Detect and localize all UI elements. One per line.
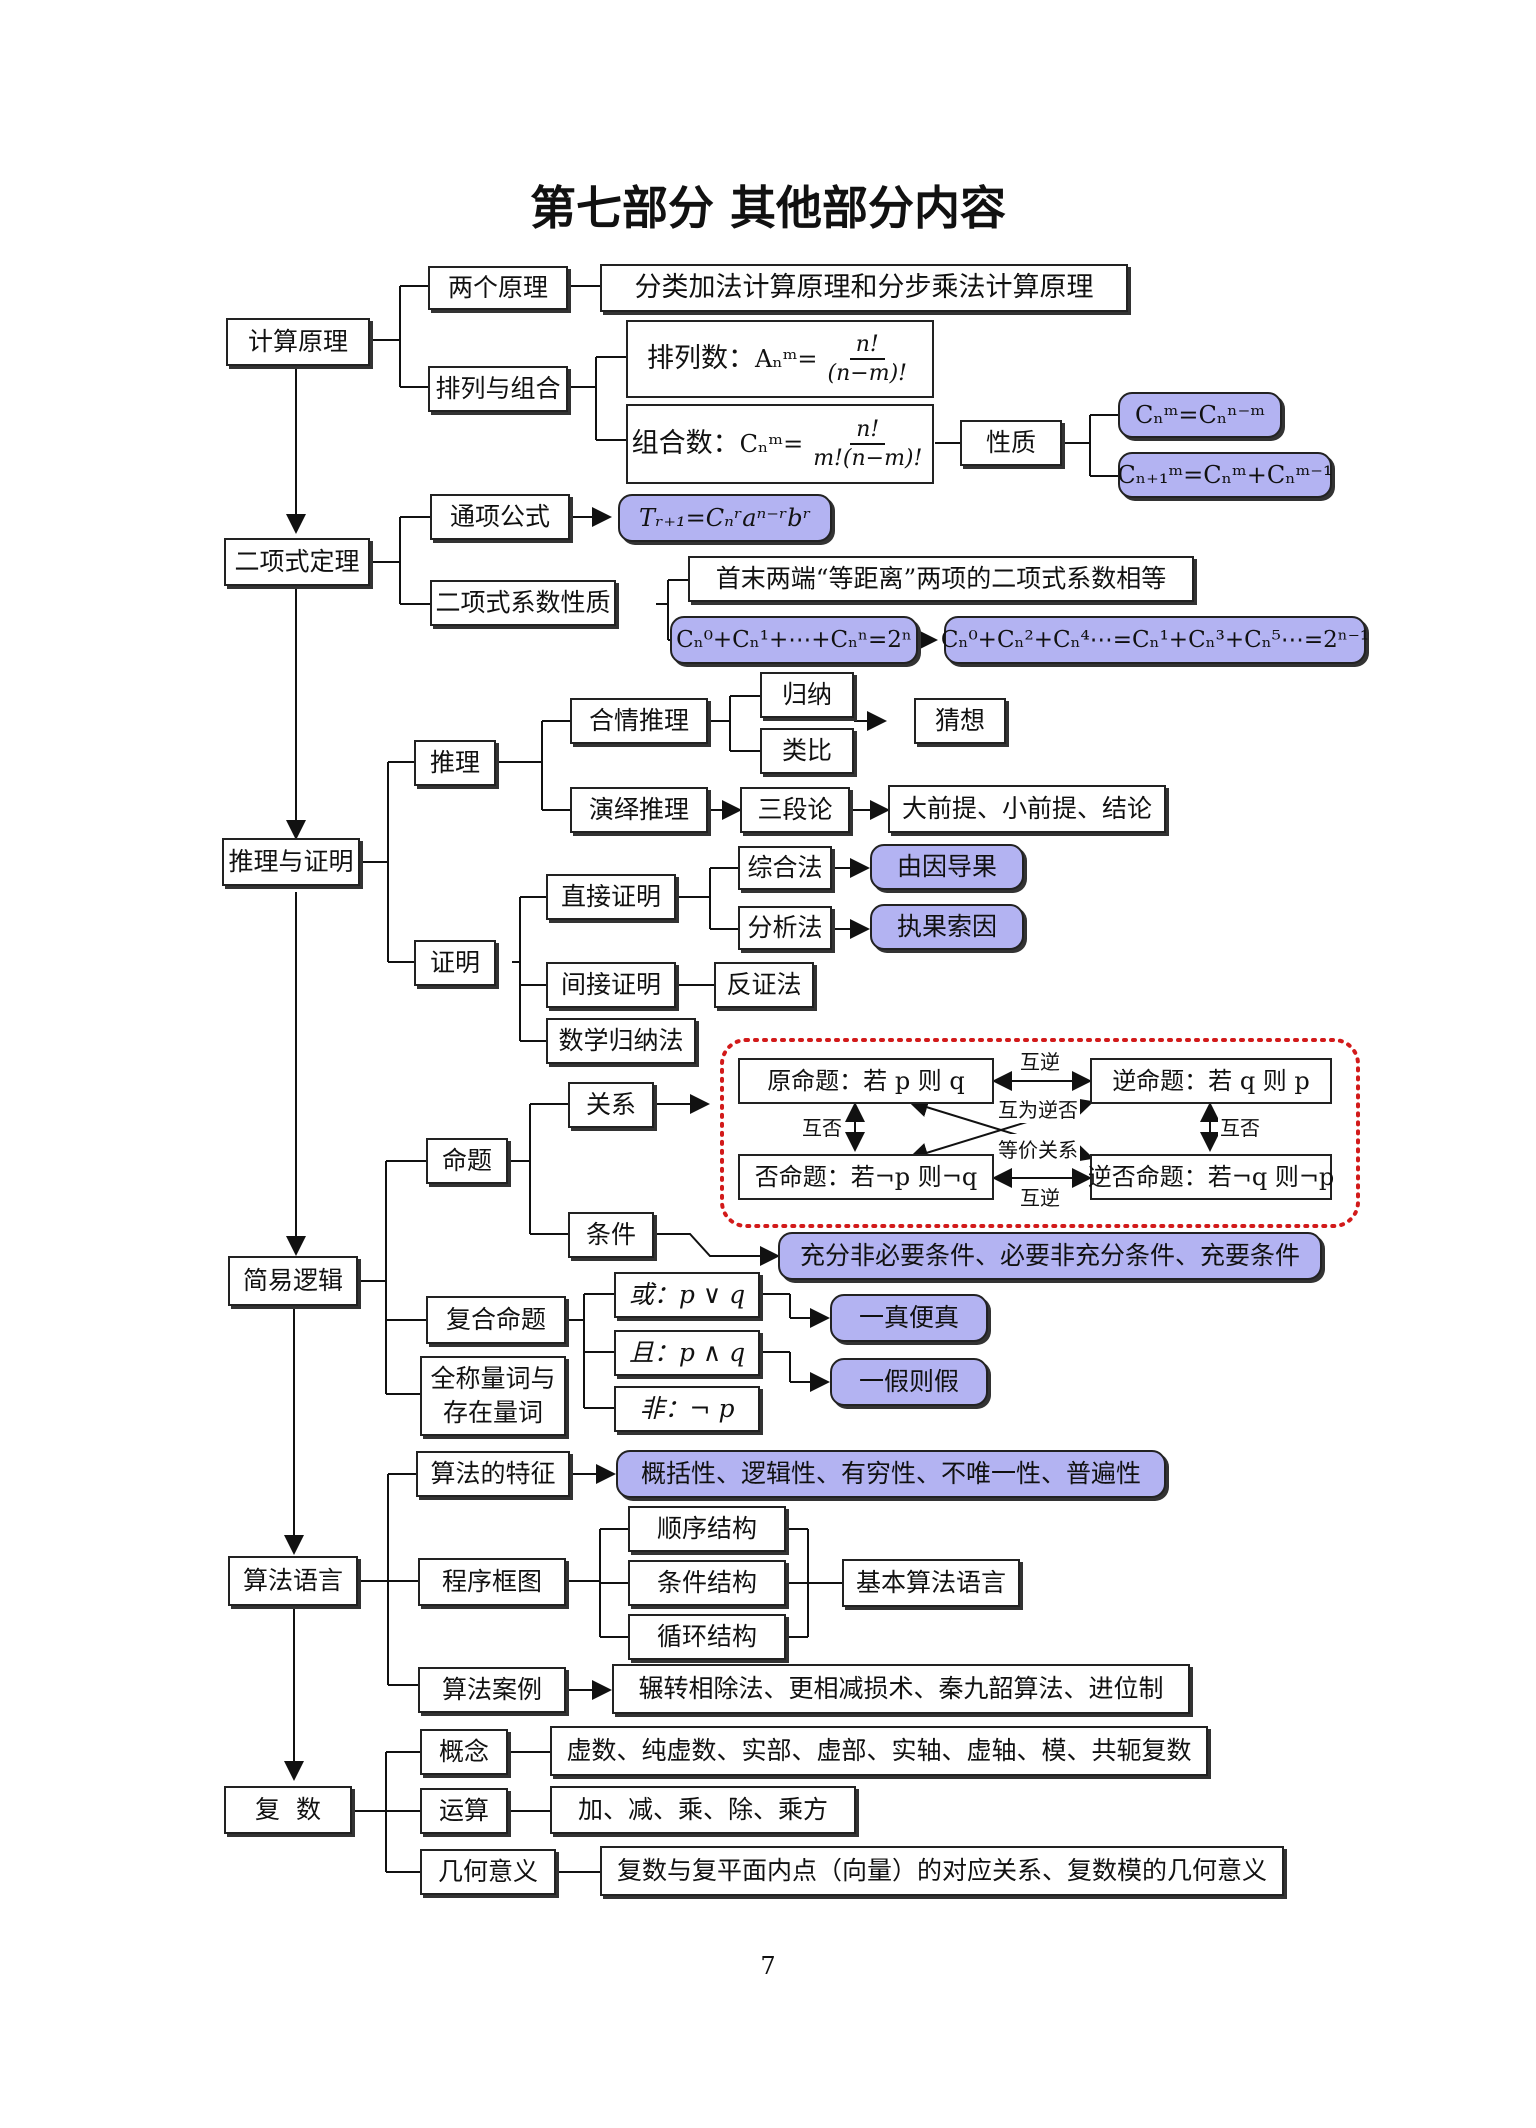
prop-converse: 逆命题：若 q 则 p [1090,1058,1332,1104]
node-concept-desc: 虚数、纯虚数、实部、虚部、实轴、虚轴、模、共轭复数 [550,1726,1208,1776]
node-flowchart: 程序框图 [418,1558,566,1606]
node-math-induction: 数学归纳法 [546,1018,696,1064]
prop-contrapositive: 逆否命题：若¬q 则¬p [1088,1154,1334,1200]
formula-combination: 组合数： Cₙᵐ= n! m!(n−m)! [626,404,934,484]
node-operations: 运算 [420,1788,508,1834]
node-proposition: 命题 [426,1138,508,1184]
label-mutual-converse-bottom: 互逆 [1018,1182,1062,1211]
node-deductive: 演绎推理 [570,787,708,833]
label-mutual-negation-right: 互否 [1218,1112,1262,1141]
perm-numerator: n! [849,331,885,360]
node-premises: 大前提、小前提、结论 [888,785,1166,833]
node-plausible: 合情推理 [570,698,708,744]
label-mutual-negation-left: 互否 [800,1112,844,1141]
label-mutual-contrapositive: 互为逆否 [996,1094,1080,1123]
node-analysis: 分析法 [738,906,832,950]
section-complex: 复 数 [224,1786,352,1834]
node-effect-to-cause: 执果索因 [870,904,1024,950]
node-conditional: 条件结构 [628,1560,786,1606]
node-geometry-desc: 复数与复平面内点（向量）的对应关系、复数模的几何意义 [600,1846,1284,1896]
node-coef-props: 二项式系数性质 [430,580,616,626]
formula-permutation: 排列数： Aₙᵐ= n! (n−m)! [626,320,934,398]
node-conjecture: 猜想 [914,698,1006,744]
node-operations-desc: 加、减、乘、除、乘方 [550,1786,856,1834]
node-features-desc: 概括性、逻辑性、有穷性、不唯一性、普遍性 [616,1450,1166,1498]
section-binomial: 二项式定理 [224,538,370,586]
comb-numerator: n! [850,416,886,445]
node-cause-to-effect: 由因导果 [870,844,1024,890]
label-equivalent: 等价关系 [996,1134,1080,1163]
label-mutual-converse-top: 互逆 [1018,1046,1062,1075]
perm-fraction: n! (n−m)! [822,331,913,388]
node-quantifiers: 全称量词与存在量词 [420,1356,566,1436]
section-logic: 简易逻辑 [228,1256,358,1306]
node-property: 性质 [960,420,1062,466]
section-algorithm: 算法语言 [228,1556,358,1606]
perm-denominator: (n−m)! [827,361,908,386]
section-reasoning: 推理与证明 [222,838,360,886]
perm-label: 排列数： [646,343,755,375]
page-number: 7 [760,1952,776,1980]
node-concept: 概念 [420,1729,508,1775]
prop-inverse: 否命题：若¬p 则¬q [738,1154,994,1200]
node-proof: 证明 [414,940,496,986]
comb-denominator: m!(n−m)! [813,446,923,471]
node-two-principles-desc: 分类加法计算原理和分步乘法计算原理 [600,264,1128,312]
node-indirect-proof: 间接证明 [546,962,676,1008]
node-inference: 推理 [414,740,496,786]
node-or-rule: 一真便真 [830,1294,988,1342]
comb-fraction: n! m!(n−m)! [807,416,928,473]
node-loop: 循环结构 [628,1614,786,1660]
node-cases: 算法案例 [418,1667,566,1713]
node-relation: 关系 [568,1082,654,1128]
node-two-principles: 两个原理 [428,266,568,310]
node-symmetric-coef: 首末两端“等距离”两项的二项式系数相等 [688,556,1194,602]
node-or: 或：p ∨ q [614,1272,760,1318]
node-features: 算法的特征 [416,1451,570,1497]
node-contradiction: 反证法 [714,962,814,1008]
perm-lhs: Aₙᵐ= [754,345,818,373]
node-perm-comb: 排列与组合 [428,366,568,412]
formula-prop-symmetry: Cₙᵐ=Cₙⁿ⁻ᵐ [1118,392,1282,438]
node-compound: 复合命题 [426,1296,566,1344]
node-geometry: 几何意义 [420,1849,556,1895]
node-not: 非：¬ p [614,1386,760,1432]
formula-prop-pascal: Cₙ₊₁ᵐ=Cₙᵐ+Cₙᵐ⁻¹ [1117,452,1333,498]
node-analogy: 类比 [760,728,854,774]
node-sequence: 顺序结构 [628,1506,786,1552]
node-basic-lang: 基本算法语言 [842,1559,1020,1607]
section-counting: 计算原理 [226,318,370,366]
formula-sum-all: Cₙ⁰+Cₙ¹+⋯+Cₙⁿ=2ⁿ [670,616,918,664]
node-condition: 条件 [568,1212,654,1258]
node-general-term: 通项公式 [430,494,570,540]
comb-label: 组合数： [631,428,740,460]
page-title: 第七部分 其他部分内容 [529,181,1006,235]
node-and-rule: 一假则假 [830,1358,988,1406]
node-condition-types: 充分非必要条件、必要非充分条件、充要条件 [778,1232,1322,1280]
node-and: 且：p ∧ q [614,1330,760,1376]
prop-original: 原命题：若 p 则 q [738,1058,994,1104]
node-syllogism: 三段论 [740,787,850,833]
comb-lhs: Cₙᵐ= [739,430,804,458]
node-synthesis: 综合法 [738,846,832,890]
node-induction: 归纳 [760,672,854,718]
node-direct-proof: 直接证明 [546,874,676,920]
node-cases-desc: 辗转相除法、更相减损术、秦九韶算法、进位制 [612,1664,1190,1714]
formula-sum-parity: Cₙ⁰+Cₙ²+Cₙ⁴⋯=Cₙ¹+Cₙ³+Cₙ⁵⋯=2ⁿ⁻¹ [941,616,1369,664]
formula-general-term: Tᵣ₊₁=Cₙʳaⁿ⁻ʳbʳ [618,494,832,542]
